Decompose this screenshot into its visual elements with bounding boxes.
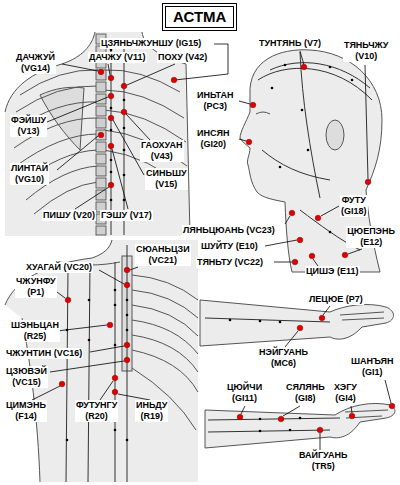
acupoint-label: ХУАГАЙ (VC20): [25, 262, 93, 273]
acupoint-label: ГЭШУ (V17): [100, 210, 153, 221]
acupoint-label: ЧЖУНТИН (VC16): [5, 348, 83, 359]
acupoint-label: ЧЖУНФУ (P1): [15, 276, 57, 298]
acupoint-label: ЦЮЕПЭНЬ (E12): [346, 226, 396, 248]
acupoint-label: ХЭГУ (GI4): [333, 382, 358, 404]
acupoint-label: ТЯНЬЧЖУ (V10): [343, 40, 389, 62]
acupoint-label: ЛИНТАЙ (VG10): [10, 163, 49, 185]
acupoint-label: ГАОХУАН (V43): [140, 140, 184, 162]
acupoint-label: ТЯНЬТУ (VC22): [196, 257, 264, 268]
meridian-dots: [229, 319, 302, 433]
acupoint-label: СЮАНЬЦЗИ (VC21): [135, 244, 191, 266]
acupoint-label: ИНСЯН (GI20): [196, 128, 230, 150]
acupoint-label: ЦИШЭ (E11): [305, 266, 360, 277]
acupoint-label: ИНЬТАН (PC3): [196, 90, 234, 112]
acupoint-label: ПИШУ (V20): [42, 210, 96, 221]
leader-lines: [32, 44, 391, 450]
acupoint-label: ЦЗЯНЬЧЖУНШУ (IG15): [100, 38, 202, 49]
acupoint-label: ДАЧЖУЙ (VG14): [15, 52, 56, 74]
acupoint-label: СИНЬШУ (V15): [145, 168, 188, 190]
acupoint-label: ФУТУ (GI18): [340, 195, 368, 217]
chest-figure: [5, 240, 198, 482]
acupoint-label: ЦЮЙЧИ (GI11): [226, 382, 263, 404]
acupoint-label: ЛЕЦЮЕ (P7): [308, 294, 364, 305]
acupoint-label: ФЭЙШУ (V13): [10, 115, 47, 137]
arm-figures: [200, 300, 395, 448]
acupoint-label: ФУТУНГУ (R20): [75, 400, 118, 422]
acupoint-label: ЦИМЭНЬ (F14): [5, 400, 47, 422]
acupoint-label: ЦЗЮВЭЙ (VC15): [5, 366, 48, 388]
acupoint-label: ИНЬДУ (R19): [135, 400, 168, 422]
acupoint-label: ШАНЪЯН (GI1): [350, 356, 395, 378]
acupoint-label: ДАЧЖУ (V11): [88, 52, 147, 63]
acupoint-dots: [59, 64, 395, 433]
acupoint-label: ШЭНЬЦАН (R25): [10, 320, 60, 342]
acupoint-label: НЭЙГУАНЬ (MC6): [258, 347, 309, 369]
acupoint-label: ШУЙТУ (E10): [200, 241, 259, 252]
acupoint-label: ТУНТЯНЬ (V7): [258, 38, 322, 49]
diagram-title: АСТМА: [162, 3, 237, 31]
acupoint-label: СЯЛЯНЬ (GI8): [285, 382, 326, 404]
acupoint-label: ВАЙГУАНЬ (TR5): [298, 450, 349, 472]
acupoint-label: ЛЯНЬЦЮАНЬ (VC23): [182, 225, 276, 236]
acupoint-label: ПОХУ (V42): [157, 52, 208, 63]
